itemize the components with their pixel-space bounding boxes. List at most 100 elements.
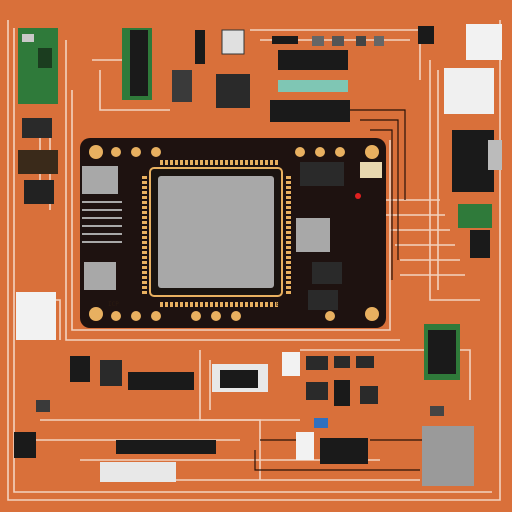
- pin-pad: [185, 160, 188, 165]
- pin-pad: [215, 302, 218, 307]
- pin-pad: [170, 302, 173, 307]
- pin-pad: [245, 160, 248, 165]
- pin-pad: [200, 160, 203, 165]
- pin-pad: [286, 281, 291, 284]
- pin-pad: [286, 196, 291, 199]
- pin-pad: [195, 160, 198, 165]
- pin-pad: [142, 216, 147, 219]
- pin-pad: [220, 160, 223, 165]
- pin-pad: [286, 226, 291, 229]
- pin-pad: [286, 231, 291, 234]
- pin-pad: [142, 241, 147, 244]
- pin-pad: [160, 302, 163, 307]
- pin-pad: [275, 302, 278, 307]
- main-board: ICP B: [80, 138, 386, 328]
- pin-pad: [142, 261, 147, 264]
- pin-pad: [260, 160, 263, 165]
- pin-pad: [286, 211, 291, 214]
- pin-pad: [270, 160, 273, 165]
- pin-pad: [185, 302, 188, 307]
- pin-pad: [215, 160, 218, 165]
- pin-pad: [225, 160, 228, 165]
- pin-pad: [235, 302, 238, 307]
- pin-pad: [265, 160, 268, 165]
- pin-pad: [286, 251, 291, 254]
- pin-pad: [286, 261, 291, 264]
- pin-pad: [180, 302, 183, 307]
- pin-pad: [142, 176, 147, 179]
- pin-pad: [142, 286, 147, 289]
- pin-pad: [286, 276, 291, 279]
- pin-pad: [142, 246, 147, 249]
- pin-pad: [250, 302, 253, 307]
- pin-pad: [142, 191, 147, 194]
- top-components: [18, 24, 502, 258]
- pin-pad: [260, 302, 263, 307]
- board-marking-right: B: [276, 301, 280, 308]
- pin-pad: [286, 246, 291, 249]
- pin-pad: [142, 196, 147, 199]
- pin-pad: [240, 160, 243, 165]
- pin-pad: [142, 266, 147, 269]
- pin-pad: [235, 160, 238, 165]
- pin-pad: [195, 302, 198, 307]
- pin-pad: [225, 302, 228, 307]
- pin-pad: [286, 291, 291, 294]
- pin-pad: [286, 241, 291, 244]
- pin-pad: [250, 160, 253, 165]
- pin-pad: [230, 302, 233, 307]
- pin-pad: [210, 160, 213, 165]
- pin-pad: [180, 160, 183, 165]
- pin-pad: [160, 160, 163, 165]
- pin-pad: [286, 256, 291, 259]
- pin-pad: [142, 251, 147, 254]
- pin-pad: [142, 291, 147, 294]
- pin-pad: [255, 302, 258, 307]
- pin-pad: [142, 226, 147, 229]
- pin-pad: [142, 206, 147, 209]
- pin-pad: [230, 160, 233, 165]
- pin-pad: [286, 191, 291, 194]
- pin-pad: [210, 302, 213, 307]
- pin-pad: [142, 236, 147, 239]
- left-components: [14, 118, 216, 482]
- pin-pad: [286, 271, 291, 274]
- pin-pad: [240, 302, 243, 307]
- lower-components: [128, 324, 474, 486]
- pin-pad: [170, 160, 173, 165]
- pin-pad: [142, 276, 147, 279]
- pin-pad: [205, 160, 208, 165]
- light-traces: [7, 20, 501, 501]
- dark-traces: [254, 109, 440, 471]
- pin-pad: [286, 186, 291, 189]
- pin-pad: [165, 302, 168, 307]
- pin-pad: [286, 221, 291, 224]
- board-marking: ICP: [108, 301, 119, 308]
- pin-pad: [165, 160, 168, 165]
- pin-pad: [142, 211, 147, 214]
- pin-pad: [245, 302, 248, 307]
- pin-pad: [286, 206, 291, 209]
- pin-pad: [286, 286, 291, 289]
- pin-pad: [142, 201, 147, 204]
- pin-pad: [255, 160, 258, 165]
- pin-pad: [142, 186, 147, 189]
- pin-pad: [190, 160, 193, 165]
- pin-pad: [220, 302, 223, 307]
- pin-pad: [270, 302, 273, 307]
- pin-pad: [190, 302, 193, 307]
- pin-pad: [286, 201, 291, 204]
- pin-pad: [142, 271, 147, 274]
- pin-pad: [142, 231, 147, 234]
- pin-pad: [265, 302, 268, 307]
- pin-pad: [286, 266, 291, 269]
- pin-pad: [286, 236, 291, 239]
- pin-pad: [175, 160, 178, 165]
- pin-pad: [142, 221, 147, 224]
- pin-pad: [142, 256, 147, 259]
- pin-pad: [142, 281, 147, 284]
- pin-pad: [286, 176, 291, 179]
- pin-pad: [286, 216, 291, 219]
- pin-pad: [275, 160, 278, 165]
